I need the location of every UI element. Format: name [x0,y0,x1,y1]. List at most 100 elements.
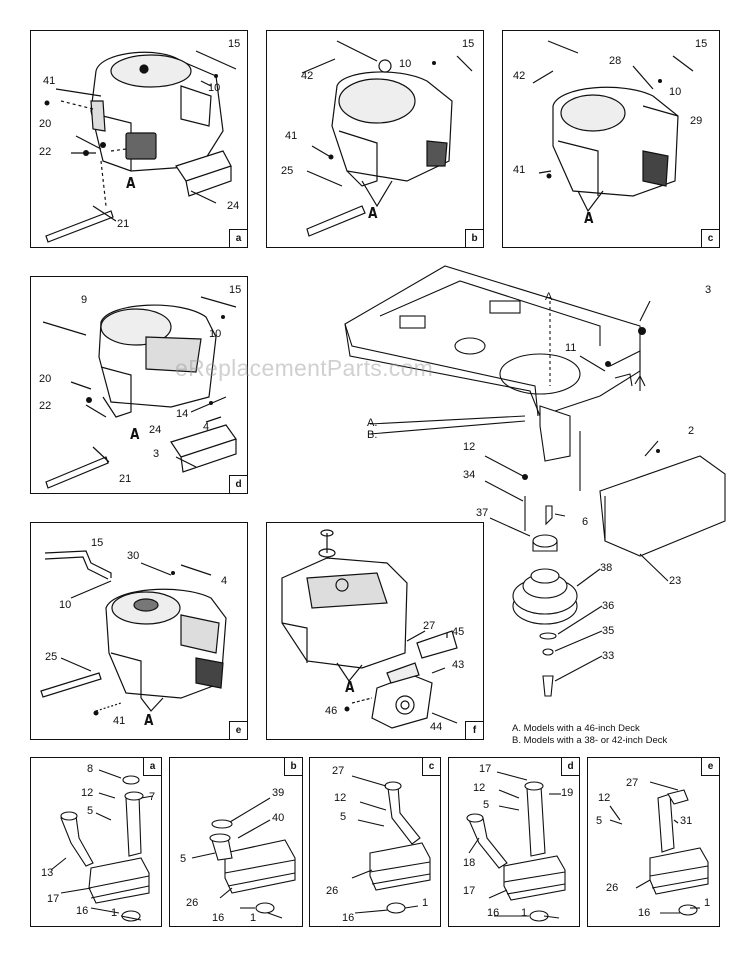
muffler-tag-a: a [143,758,161,776]
callout-12: 12 [473,782,486,794]
callout-41: 41 [285,130,298,142]
callout-A: A [144,711,154,729]
engine-panel-c: 15 42 28 10 29 41 A c [502,30,720,248]
callout-13: 13 [41,867,54,879]
callout-15: 15 [462,38,475,50]
callout-12: 12 [81,787,94,799]
callout-10: 10 [208,82,221,94]
callout-17: 17 [479,763,492,775]
callout-A: A [345,678,355,696]
callout-5: 5 [87,805,94,817]
callout-14: 14 [176,408,189,420]
callout-26: 26 [326,885,339,897]
callout-40: 40 [272,812,285,824]
callout-5: 5 [180,853,187,865]
frame-callout-38: 38 [600,562,613,574]
frame-callout-A: A [545,291,553,303]
frame-callout-B-ref: B. [367,429,378,441]
muffler-b-drawing [191,797,296,919]
frame-callout-2: 2 [688,425,695,437]
callout-1: 1 [704,897,711,909]
frame-callout-12: 12 [463,441,476,453]
engine-e-drawing [40,550,227,716]
frame-callout-36: 36 [602,600,615,612]
callout-5: 5 [483,799,490,811]
muffler-a-drawing [50,769,154,922]
callout-42: 42 [513,70,526,82]
callout-46: 46 [325,705,338,717]
muffler-tag-c: c [422,758,440,776]
callout-17-lower: 17 [463,885,476,897]
muffler-e-drawing [609,781,709,916]
callout-10: 10 [399,58,412,70]
callout-44: 44 [430,721,443,733]
muffler-panel-b: 39 40 5 26 16 1 b [169,757,303,927]
callout-A: A [126,174,136,192]
engine-panel-d: 9 15 10 20 22 14 4 24 A 3 21 d [30,276,248,494]
panel-tag-b: b [465,229,483,247]
panel-tag-a: a [229,229,247,247]
callout-22: 22 [39,146,52,158]
frame-callout-33: 33 [602,650,615,662]
callout-19: 19 [561,787,574,799]
callout-20: 20 [39,118,52,130]
callout-15: 15 [695,38,708,50]
callout-10: 10 [669,86,682,98]
callout-16: 16 [76,905,89,917]
muffler-tag-b: b [284,758,302,776]
callout-A: A [368,204,378,222]
callout-39: 39 [272,787,285,799]
frame-callout-35: 35 [602,625,615,637]
callout-28: 28 [609,55,622,67]
frame-callout-37: 37 [476,507,489,519]
callout-8: 8 [87,763,94,775]
frame-callout-A-ref: A. [367,417,378,429]
callout-15: 15 [228,38,241,50]
callout-27: 27 [626,777,639,789]
callout-A: A [584,209,594,227]
callout-31: 31 [680,815,693,827]
callout-30: 30 [127,550,140,562]
callout-29: 29 [690,115,703,127]
callout-25: 25 [281,165,294,177]
frame-callout-11: 11 [565,342,577,354]
frame-callout-23: 23 [669,575,682,587]
callout-9: 9 [81,294,88,306]
callout-24: 24 [227,200,240,212]
frame-assembly-drawing [344,265,726,697]
callout-16: 16 [487,907,500,919]
muffler-c-drawing [351,775,431,914]
callout-20: 20 [39,373,52,385]
callout-42: 42 [301,70,314,82]
callout-15: 15 [91,537,104,549]
callout-7: 7 [149,791,156,803]
muffler-panel-d: 17 12 19 5 18 17 16 1 d [448,757,580,927]
engine-f-drawing [281,529,458,729]
callout-27: 27 [423,620,436,632]
engine-a-drawing [44,50,237,243]
callout-16: 16 [212,912,225,924]
callout-18: 18 [463,857,476,869]
callout-12: 12 [598,792,611,804]
callout-3: 3 [153,448,160,460]
callout-10: 10 [59,599,72,611]
callout-41: 41 [513,164,526,176]
callout-45: 45 [452,626,465,638]
engine-panel-f: 27 45 43 A 46 44 f [266,522,484,740]
callout-1: 1 [250,912,257,924]
engine-b-drawing [301,40,473,237]
callout-22: 22 [39,400,52,412]
callout-16: 16 [342,912,355,924]
engine-panel-a: 15 41 10 20 22 A 24 21 a [30,30,248,248]
callout-10: 10 [209,328,222,340]
frame-callout-34: 34 [463,469,476,481]
callout-41: 41 [113,715,126,727]
callout-1: 1 [521,907,528,919]
panel-tag-c: c [701,229,719,247]
frame-callout-6: 6 [582,516,589,528]
callout-5: 5 [340,811,347,823]
callout-41: 41 [43,75,56,87]
muffler-tag-d: d [561,758,579,776]
callout-27: 27 [332,765,345,777]
watermark: eReplacementParts.com [175,355,434,381]
